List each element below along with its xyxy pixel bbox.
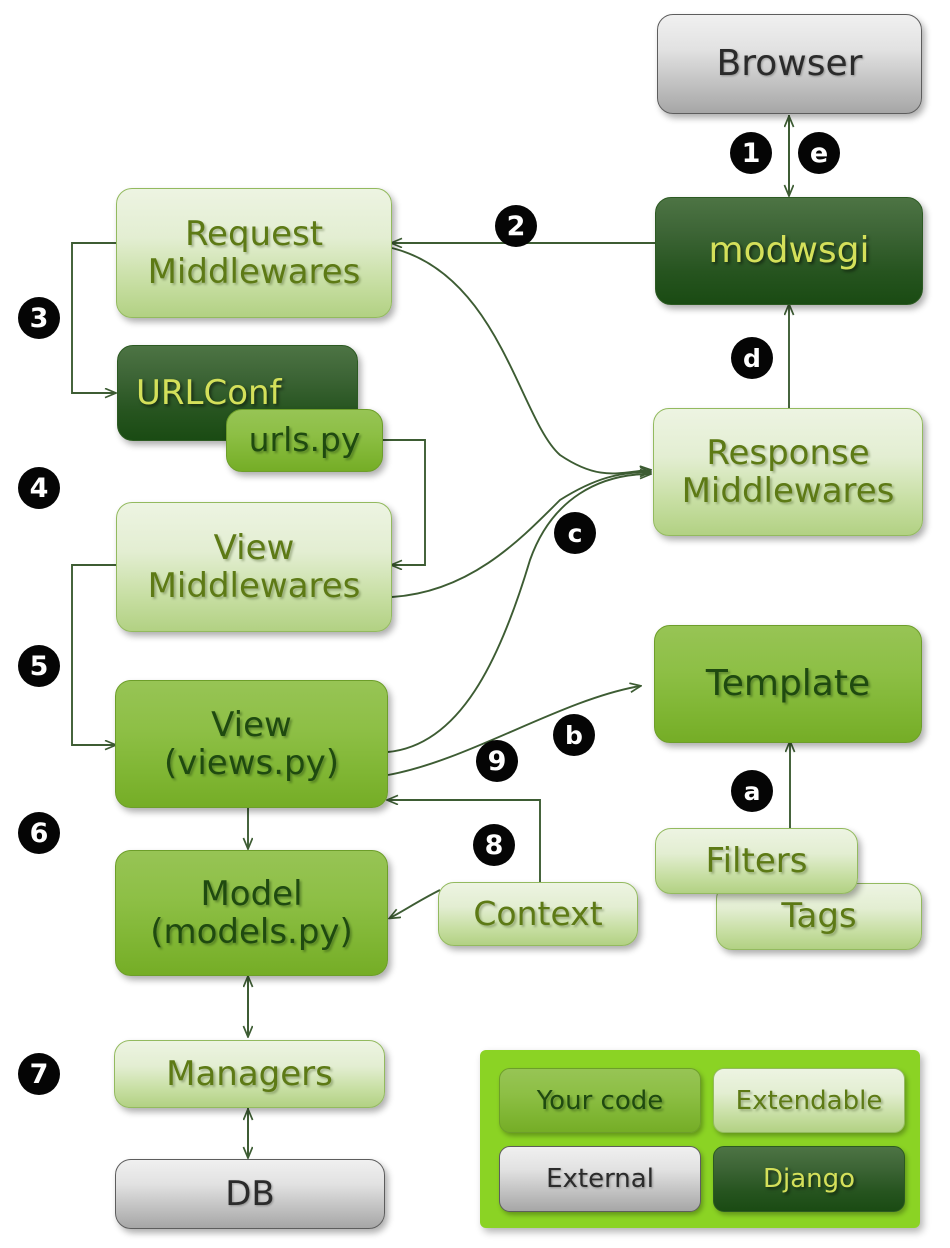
badge-c: c <box>554 512 596 554</box>
node-view-line2: (views.py) <box>163 743 340 783</box>
node-request-middlewares-line1: Request <box>184 213 324 254</box>
badge-5: 5 <box>18 645 60 687</box>
node-browser[interactable]: Browser <box>657 14 922 114</box>
node-urlconf-label: URLConf <box>136 372 282 413</box>
badge-d: d <box>731 337 773 379</box>
node-model-line2: (models.py) <box>150 912 353 952</box>
badge-1-label: 1 <box>741 137 761 169</box>
node-filters-label: Filters <box>705 840 808 881</box>
node-view[interactable]: View (views.py) <box>115 680 388 808</box>
node-context-label: Context <box>473 893 603 933</box>
badge-2: 2 <box>495 205 537 247</box>
legend-panel: Your code Extendable External Django <box>480 1050 920 1228</box>
badge-4: 4 <box>18 467 60 509</box>
legend-extendable-label: Extendable <box>735 1085 883 1116</box>
node-tags[interactable]: Tags <box>716 883 922 950</box>
wire-view-mw-to-view <box>71 564 118 745</box>
wire-request-mw-to-urlconf <box>71 242 118 393</box>
legend-external-label: External <box>546 1164 654 1194</box>
node-template[interactable]: Template <box>654 625 922 743</box>
wire-context-to-model <box>390 889 441 918</box>
legend-django-label: Django <box>762 1164 856 1194</box>
node-view-middlewares-line1: View <box>213 527 295 568</box>
badge-3-label: 3 <box>29 302 49 334</box>
badge-6: 6 <box>18 812 60 854</box>
legend-your-code-label: Your code <box>536 1085 664 1116</box>
badge-7: 7 <box>18 1053 60 1095</box>
badge-b-label: b <box>565 720 583 750</box>
node-model-line1: Model <box>200 873 303 914</box>
badge-d-label: d <box>743 343 761 373</box>
node-db-label: DB <box>225 1173 275 1214</box>
node-response-middlewares-line2: Middlewares <box>681 471 895 511</box>
wire-view-to-response-mw <box>387 474 650 753</box>
badge-3: 3 <box>18 297 60 339</box>
badge-9: 9 <box>476 740 518 782</box>
wire-view-mw-to-response-mw <box>391 472 650 598</box>
badge-7-label: 7 <box>29 1058 49 1090</box>
badge-8-label: 8 <box>484 829 504 861</box>
node-filters[interactable]: Filters <box>655 828 858 894</box>
node-managers-label: Managers <box>166 1053 333 1094</box>
node-response-middlewares[interactable]: Response Middlewares <box>653 408 923 536</box>
badge-4-label: 4 <box>29 472 49 504</box>
badge-1: 1 <box>730 132 772 174</box>
badge-c-label: c <box>567 518 583 548</box>
node-modwsgi[interactable]: modwsgi <box>655 197 923 305</box>
node-view-middlewares-line2: Middlewares <box>147 566 361 606</box>
badge-6-label: 6 <box>29 817 49 849</box>
badge-a: a <box>731 770 773 812</box>
legend-item-django: Django <box>713 1146 905 1212</box>
node-template-label: Template <box>705 662 871 704</box>
badge-a-label: a <box>743 776 761 806</box>
node-urls-py[interactable]: urls.py <box>226 409 383 472</box>
node-modwsgi-label: modwsgi <box>708 229 870 271</box>
node-db[interactable]: DB <box>115 1159 385 1229</box>
legend-item-external: External <box>499 1146 701 1212</box>
node-response-middlewares-line1: Response <box>706 432 870 473</box>
node-tags-label: Tags <box>781 896 857 937</box>
node-managers[interactable]: Managers <box>114 1040 385 1108</box>
node-urls-py-label: urls.py <box>248 420 361 460</box>
badge-b: b <box>553 714 595 756</box>
node-model[interactable]: Model (models.py) <box>115 850 388 976</box>
node-request-middlewares-line2: Middlewares <box>147 252 361 292</box>
node-context[interactable]: Context <box>438 882 638 946</box>
legend-item-your-code: Your code <box>499 1068 701 1133</box>
badge-5-label: 5 <box>29 650 49 682</box>
node-view-line1: View <box>211 704 292 745</box>
node-request-middlewares[interactable]: Request Middlewares <box>116 188 392 318</box>
legend-item-extendable: Extendable <box>713 1068 905 1133</box>
node-view-middlewares[interactable]: View Middlewares <box>116 502 392 632</box>
wire-context-to-view <box>388 800 541 885</box>
node-browser-label: Browser <box>716 42 863 84</box>
wire-request-mw-to-response-mw <box>391 247 650 473</box>
badge-9-label: 9 <box>487 745 507 777</box>
badge-e: e <box>798 132 840 174</box>
badge-e-label: e <box>809 137 829 169</box>
badge-8: 8 <box>473 824 515 866</box>
badge-2-label: 2 <box>506 210 526 242</box>
